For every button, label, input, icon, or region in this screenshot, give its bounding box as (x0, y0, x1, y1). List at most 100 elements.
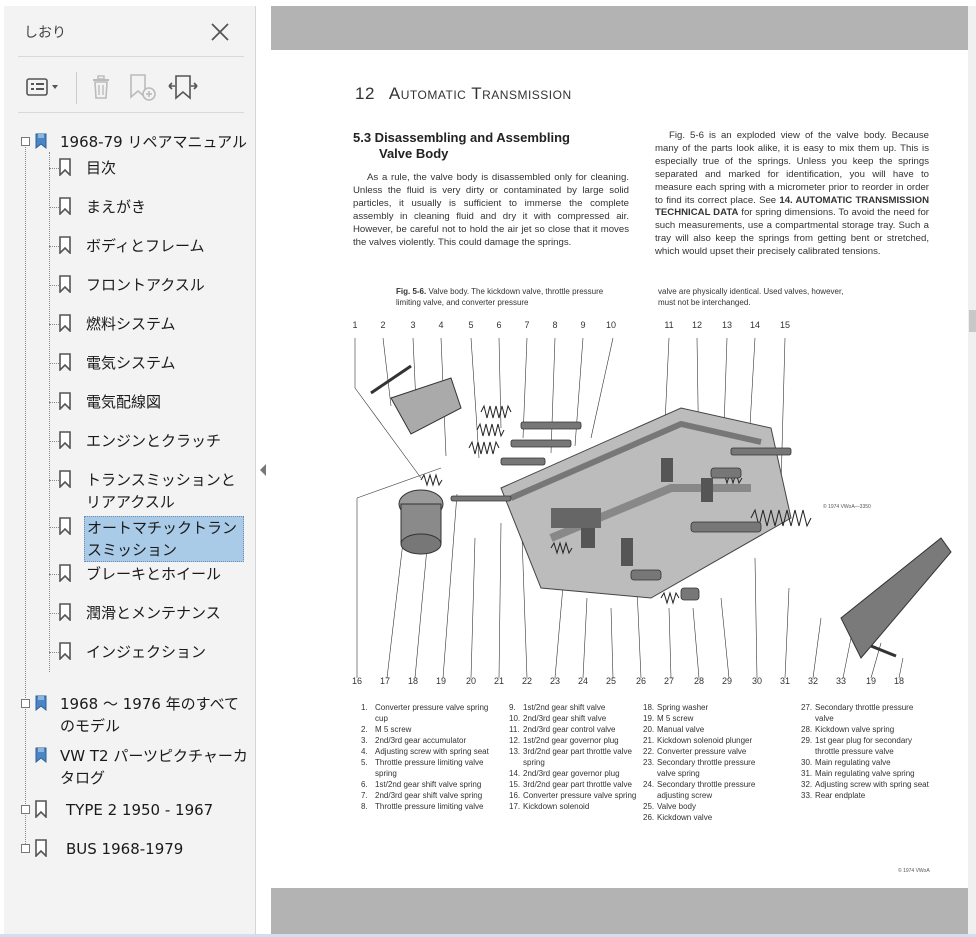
legend-text: Adjusting screw with spring seat (375, 747, 489, 756)
bookmark-child-5[interactable]: 燃料システム (4, 310, 256, 336)
bookmark-icon (34, 839, 48, 863)
tree-connector (49, 246, 59, 247)
legend-number: 22. (643, 747, 655, 756)
bookmark-child-7[interactable]: 電気配線図 (4, 388, 256, 414)
legend-item: 26.Kickdown valve (643, 812, 771, 823)
bookmark-root-bus[interactable]: BUS 1968-1979 (4, 835, 256, 861)
collapse-toggle-icon[interactable] (21, 699, 30, 708)
bookmark-root-parts-catalog[interactable]: VW T2 パーツピクチャーカタログ (4, 742, 256, 790)
collapse-panel-handle[interactable] (258, 462, 268, 476)
legend-item: 6.1st/2nd gear shift valve spring (361, 779, 489, 790)
legend-text: Kickdown valve spring (815, 725, 895, 734)
bookmark-child-13[interactable]: インジェクション (4, 638, 256, 664)
bookmark-icon (58, 197, 72, 221)
callout-number: 7 (524, 320, 530, 330)
bookmark-icon (58, 275, 72, 299)
legend-number: 31. (801, 769, 813, 778)
new-bookmark-icon (130, 74, 156, 101)
bookmark-child-11[interactable]: ブレーキとホイール (4, 560, 256, 586)
collapse-toggle-icon[interactable] (21, 805, 30, 814)
bookmark-child-12[interactable]: 潤滑とメンテナンス (4, 599, 256, 625)
bookmark-label: ボディとフレーム (86, 237, 205, 255)
bookmark-label: 燃料システム (86, 315, 176, 333)
legend-number: 29. (801, 736, 813, 745)
bookmark-child-3[interactable]: ボディとフレーム (4, 232, 256, 258)
section-title-line2: Valve Body (379, 146, 449, 161)
bookmark-child-2[interactable]: まえがき (4, 193, 256, 219)
legend-item: 31.Main regulating valve spring (801, 768, 933, 779)
bookmark-icon (58, 603, 72, 627)
window-bottom-border (0, 934, 976, 937)
bookmark-child-1[interactable]: 目次 (4, 154, 256, 180)
new-bookmark-button[interactable] (126, 70, 158, 104)
valves (450, 421, 792, 601)
bookmark-child-8[interactable]: エンジンとクラッチ (4, 427, 256, 453)
bookmark-label: 電気配線図 (86, 393, 162, 411)
tree-connector (49, 527, 59, 528)
legend-number: 30. (801, 758, 813, 767)
bookmark-child-10[interactable]: オートマチックトランスミッション (4, 513, 256, 562)
collapse-toggle-icon[interactable] (21, 137, 30, 146)
legend-number: 7. (361, 791, 368, 800)
callout-number: 6 (496, 320, 502, 330)
legend-item: 12.1st/2nd gear governor plug (509, 735, 637, 746)
legend-text: Secondary throttle pressure valve (815, 703, 914, 723)
bookmark-root-all-models[interactable]: 1968 ～ 1976 年のすべてのモデル (4, 690, 256, 738)
bookmark-icon (58, 314, 72, 338)
bookmark-icon (58, 392, 72, 416)
bookmark-child-4[interactable]: フロントアクスル (4, 271, 256, 297)
tree-connector (49, 207, 59, 208)
legend-number: 19. (643, 714, 655, 723)
figure-caption-text: Valve body. The kickdown valve, throttle… (396, 287, 604, 307)
expand-bookmark-button[interactable] (166, 70, 200, 104)
collapse-toggle-icon[interactable] (21, 844, 30, 853)
scrollbar-thumb[interactable] (969, 310, 976, 332)
legend-item: 15.3rd/2nd gear part throttle valve (509, 779, 637, 790)
callout-number: 13 (721, 320, 732, 330)
legend-number: 4. (361, 747, 368, 756)
delete-bookmark-button[interactable] (86, 70, 116, 104)
callout-number: 26 (635, 676, 646, 686)
callout-number: 16 (351, 676, 362, 686)
bookmark-icon (58, 353, 72, 377)
close-panel-button[interactable] (208, 20, 232, 44)
legend-item: 13.3rd/2nd gear part throttle valve spri… (509, 746, 637, 768)
callout-number: 4 (438, 320, 444, 330)
legend-item: 14.2nd/3rd gear governor plug (509, 768, 637, 779)
options-menu-button[interactable] (24, 70, 66, 104)
paragraph-right-b: for spring dimensions. To avoid the need… (655, 207, 929, 258)
bookmark-child-6[interactable]: 電気システム (4, 349, 256, 375)
bookmark-root-repair-manual[interactable]: 1968-79 リペアマニュアル (4, 128, 256, 154)
bookmarks-toolbar (4, 64, 256, 114)
legend-text: Main regulating valve (815, 758, 891, 767)
legend-number: 32. (801, 780, 813, 789)
figure-caption-left: Fig. 5-6. Valve body. The kickdown valve… (396, 286, 628, 308)
legend-item: 2.M 5 screw (361, 724, 489, 735)
legend-text: 1st/2nd gear governor plug (523, 736, 619, 745)
screw-18 (870, 644, 897, 658)
paragraph-left: As a rule, the valve body is disassemble… (353, 172, 629, 248)
tree-connector (49, 652, 59, 653)
legend-text: M 5 screw (657, 714, 694, 723)
tree-connector (49, 324, 59, 325)
bookmark-icon (58, 236, 72, 260)
legend-text: Throttle pressure limiting valve (375, 802, 484, 811)
legend-number: 8. (361, 802, 368, 811)
bookmark-child-9[interactable]: トランスミッションとリアアクスル (4, 466, 256, 514)
tree-connector (49, 363, 59, 364)
bookmark-label: BUS 1968-1979 (66, 840, 184, 858)
callout-number: 15 (779, 320, 790, 330)
legend-number: 15. (509, 780, 521, 789)
callout-number: 28 (693, 676, 704, 686)
tree-connector (49, 152, 50, 672)
callout-number: 2 (380, 320, 386, 330)
vertical-scrollbar[interactable] (968, 6, 976, 934)
legend-item: 1.Converter pressure valve spring cup (361, 702, 489, 724)
bookmark-icon (58, 642, 72, 666)
bookmark-root-type2[interactable]: TYPE 2 1950 - 1967 (4, 796, 256, 822)
legend-number: 21. (643, 736, 655, 745)
legend-text: Rear endplate (815, 791, 866, 800)
legend-number: 13. (509, 747, 521, 756)
